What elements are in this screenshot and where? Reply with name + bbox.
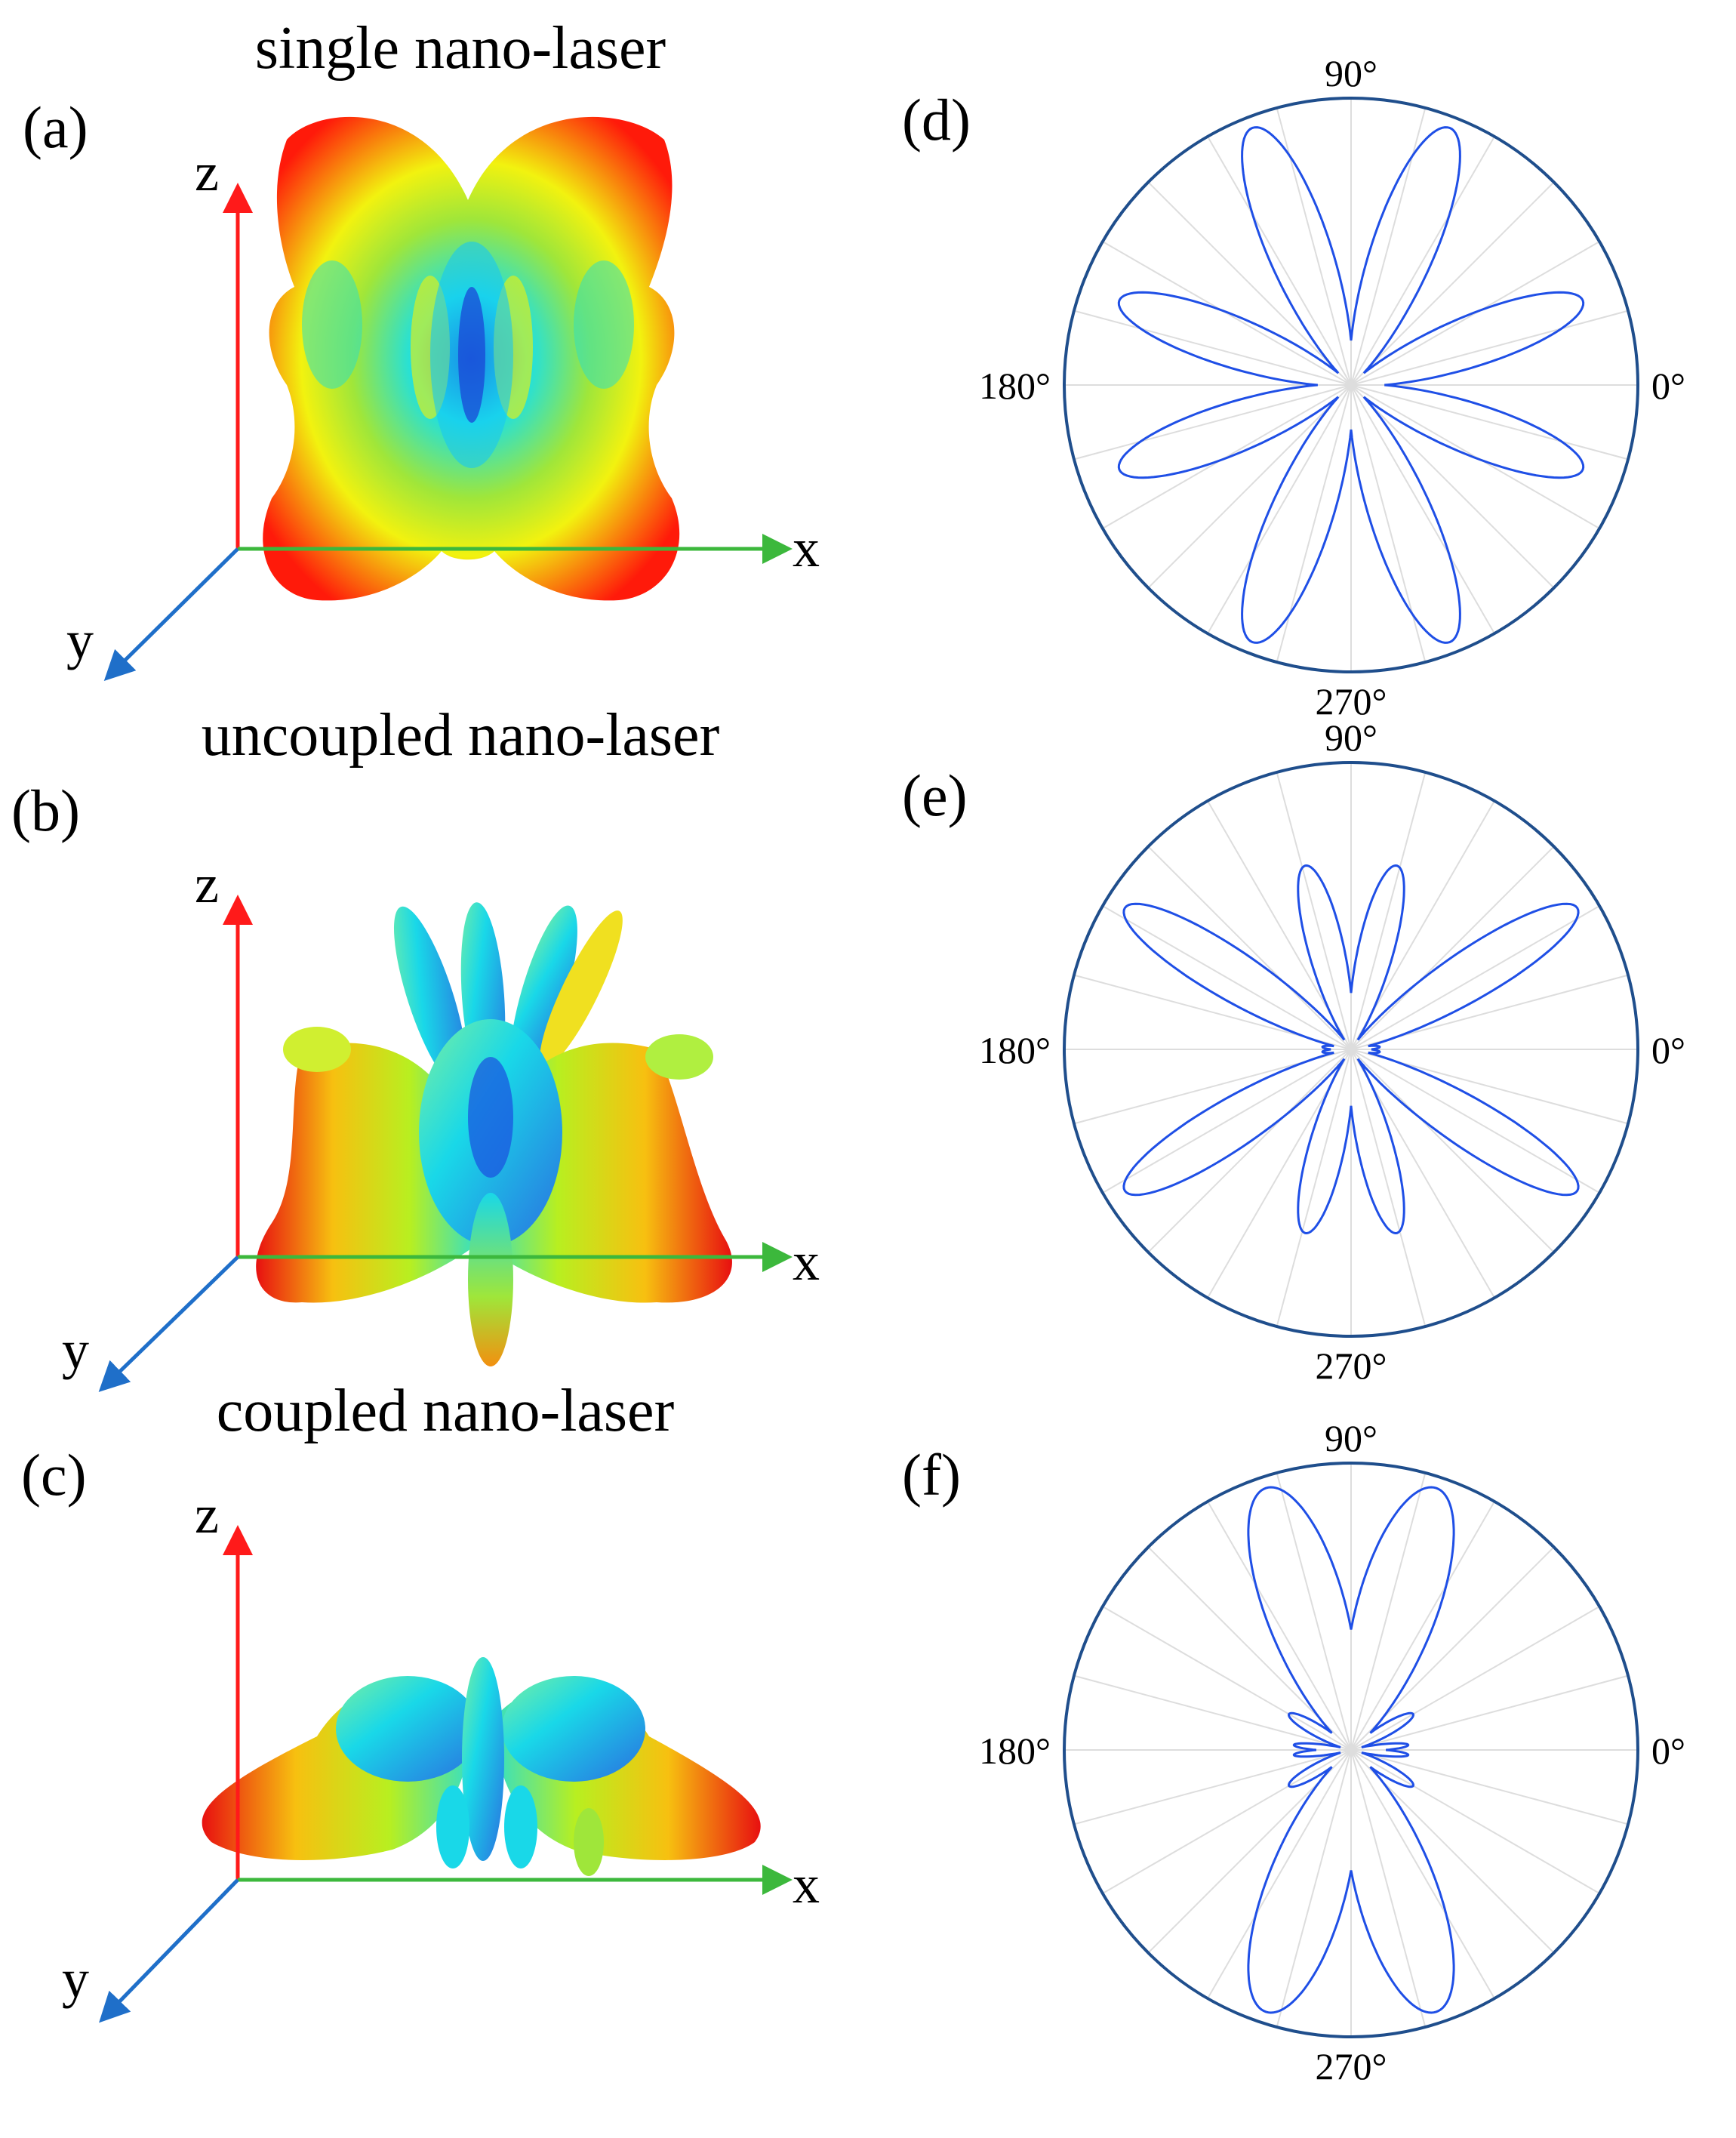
polar-f-spoke [1350, 1501, 1495, 1751]
polar-e-tick-2: 180° [979, 1029, 1051, 1071]
panel-f-label: (f) [902, 1442, 961, 1508]
polar-f-frame [1063, 1462, 1639, 2038]
panel-c-title: coupled nano-laser [217, 1378, 674, 1444]
panel-c: coupled nano-laser (c) z x y [21, 1378, 820, 2023]
polar-e-spoke [1350, 905, 1600, 1050]
z-label-a: z [195, 142, 219, 202]
polar-e-spoke [1350, 1049, 1555, 1253]
polar-d-curve [1117, 126, 1585, 644]
polar-f-spoke [1207, 1749, 1352, 1999]
polar-e-tick-0: 0° [1651, 1029, 1685, 1071]
polar-d-spoke [1147, 384, 1352, 589]
polar-d-spoke [1207, 384, 1352, 634]
polar-e-spoke [1276, 772, 1352, 1050]
polar-d-tick-3: 270° [1316, 680, 1387, 722]
polar-f-spoke [1073, 1674, 1352, 1751]
polar-e-curve [1122, 864, 1580, 1235]
axes-c: z x y [62, 1484, 820, 2023]
polar-d-spoke [1073, 384, 1352, 461]
polar-d-spoke [1350, 136, 1495, 386]
x-label-c: x [793, 1854, 820, 1915]
polar-e-spoke [1350, 1049, 1600, 1194]
polar-e-spoke [1147, 846, 1352, 1050]
polar-e-spoke [1350, 1049, 1427, 1327]
polar-d-spoke [1147, 181, 1352, 386]
y-label-b: y [62, 1320, 89, 1380]
polar-d-tick-1: 90° [1325, 52, 1377, 94]
polar-e-tick-1: 90° [1325, 716, 1377, 759]
polar-f-tick-3: 270° [1316, 2045, 1387, 2087]
polar-d-tick-0: 0° [1651, 365, 1685, 407]
axes-a: z x y [66, 142, 820, 682]
polar-plot-d: 0° 90° 180° 270° (d) [902, 52, 1685, 722]
polar-e-spoke [1102, 905, 1352, 1050]
polar-f-spoke [1276, 1749, 1352, 2028]
polar-f-spoke [1350, 1674, 1629, 1751]
polar-d-tick-2: 180° [979, 365, 1051, 407]
polar-plot-f: 0° 90° 180° 270° (f) [902, 1417, 1685, 2087]
axes-b: z x y [62, 854, 820, 1392]
y-axis-b [98, 1255, 239, 1392]
polar-f-spoke [1350, 1749, 1427, 2028]
polar-e-spoke [1276, 1049, 1352, 1327]
polar-f-spoke [1350, 1749, 1495, 1999]
x-label-a: x [793, 518, 820, 578]
z-label-c: z [195, 1484, 219, 1545]
y-axis-a [103, 547, 239, 682]
polar-f-tick-1: 90° [1325, 1417, 1377, 1459]
polar-plot-e: 0° 90° 180° 270° (e) [902, 716, 1685, 1387]
polar-d-spoke [1350, 384, 1629, 461]
y-label-a: y [66, 610, 94, 670]
polar-e-spoke [1102, 1049, 1352, 1194]
polar-f-curve [1247, 1486, 1455, 2014]
panel-b-label: (b) [11, 778, 80, 843]
panel-c-label: (c) [21, 1442, 87, 1508]
polar-e-spoke [1350, 846, 1555, 1050]
z-label-b: z [195, 854, 219, 914]
polar-f-spoke [1350, 1749, 1600, 1894]
polar-d-frame [1063, 97, 1639, 673]
radiation-surface-b [256, 902, 732, 1366]
polar-f-spoke [1350, 1749, 1629, 1825]
polar-f-spoke [1207, 1501, 1352, 1751]
radiation-surface-c [202, 1657, 761, 1876]
panel-b: uncoupled nano-laser (b) z x y [11, 702, 820, 1392]
y-label-c: y [62, 1949, 89, 2009]
polar-d-spoke [1350, 310, 1629, 386]
polar-f-spoke [1276, 1472, 1352, 1751]
polar-e-frame [1063, 761, 1639, 1338]
polar-f-spoke [1073, 1749, 1352, 1825]
panel-a: single nano-laser (a) z x y [23, 15, 820, 682]
polar-e-tick-3: 270° [1316, 1345, 1387, 1387]
x-label-b: x [793, 1231, 820, 1292]
polar-f-spoke [1350, 1606, 1600, 1751]
y-axis-c [99, 1878, 239, 2023]
polar-f-tick-2: 180° [979, 1730, 1051, 1772]
panel-a-label: (a) [23, 94, 88, 160]
polar-f-spoke [1102, 1749, 1352, 1894]
panel-d-label: (d) [902, 87, 971, 152]
polar-d-spoke [1350, 181, 1555, 386]
polar-f-spoke [1350, 1472, 1427, 1751]
panel-e-label: (e) [902, 762, 968, 828]
polar-e-spoke [1350, 772, 1427, 1050]
radiation-surface-a [263, 116, 680, 601]
polar-d-spoke [1350, 384, 1495, 634]
panel-a-title: single nano-laser [255, 15, 666, 82]
polar-d-spoke [1073, 310, 1352, 386]
panel-b-title: uncoupled nano-laser [202, 702, 719, 769]
polar-f-tick-0: 0° [1651, 1730, 1685, 1772]
polar-e-spoke [1147, 1049, 1352, 1253]
polar-d-spoke [1207, 136, 1352, 386]
polar-d-spoke [1350, 384, 1555, 589]
polar-f-spoke [1102, 1606, 1352, 1751]
